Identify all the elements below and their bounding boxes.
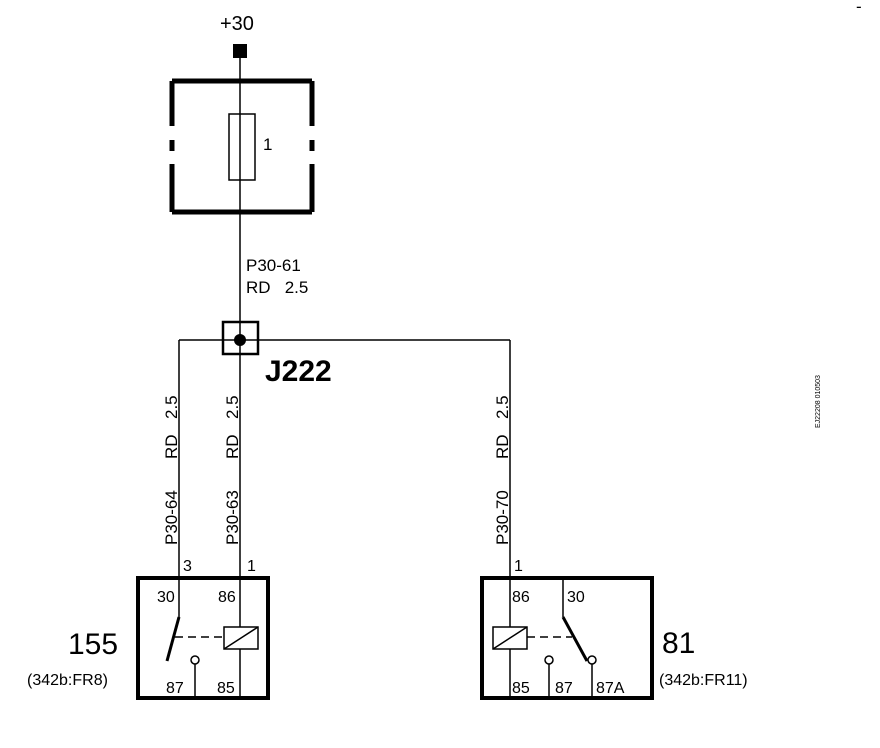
- wire-p30-64-size: 2.5: [162, 395, 181, 419]
- relay-155-box: [136, 576, 270, 700]
- relay-81-number: 81: [662, 627, 695, 660]
- relay-155: 3 1 30 86 87 85 155 (342b:FR8): [27, 558, 270, 700]
- wire-p30-64-color: RD: [162, 434, 181, 459]
- relay-81-contact-87: [544, 655, 554, 665]
- relay-81-pin-30: 30: [567, 589, 585, 606]
- wire-p30-64-id: P30-64: [162, 490, 181, 545]
- relay-81-pin-87: 87: [555, 680, 573, 697]
- relay-155-pin-86: 86: [218, 589, 236, 606]
- relay-155-pin-85: 85: [217, 680, 235, 697]
- wire-p30-70-id: P30-70: [493, 490, 512, 545]
- supply-terminal: +30: [220, 13, 254, 58]
- wire-p30-63-color: RD: [223, 434, 242, 459]
- junction-label: J222: [265, 355, 332, 388]
- relay-81-box: [480, 576, 654, 700]
- relay-155-wire-pin-3: 3: [183, 558, 192, 575]
- drawing-code: EJ22208 010503: [815, 375, 822, 428]
- relay-155-number: 155: [68, 628, 118, 661]
- fuse-symbol: [228, 113, 256, 181]
- wire-p30-70-size: 2.5: [493, 395, 512, 419]
- wire-p30-63-id: P30-63: [223, 490, 242, 545]
- wire-p30-61-spec: RD 2.5: [246, 278, 308, 297]
- relay-81-wire-pin-1: 1: [514, 558, 523, 575]
- relay-155-pin-30: 30: [157, 589, 175, 606]
- corner-mark: -: [856, 0, 862, 16]
- supply-label: +30: [220, 13, 254, 35]
- wire-p30-61-id: P30-61: [246, 256, 301, 275]
- fuse-number: 1: [263, 135, 272, 154]
- relay-155-contact-87: [190, 655, 200, 665]
- relay-81-pin-86: 86: [512, 589, 530, 606]
- relay-81-pin-87a: 87A: [596, 680, 625, 697]
- relay-81: 1 86 30 85 87 87A 81 (342b:FR11): [480, 558, 748, 700]
- relay-81-switch-contact: [561, 616, 589, 662]
- junction-j222: J222: [179, 320, 510, 388]
- relay-155-switch-contact: [165, 616, 181, 662]
- relay-155-pin-87: 87: [166, 680, 184, 697]
- wire-p30-70-color: RD: [493, 434, 512, 459]
- relay-81-reference: (342b:FR11): [659, 672, 748, 689]
- relay-81-contact-87a: [587, 655, 597, 665]
- supply-terminal-block: [233, 44, 247, 58]
- fuse-box: 1: [169, 78, 315, 215]
- relay-155-wire-pin-1: 1: [247, 558, 256, 575]
- relay-81-pin-85: 85: [512, 680, 530, 697]
- relay-155-reference: (342b:FR8): [27, 672, 108, 689]
- wire-p30-63-size: 2.5: [223, 395, 242, 419]
